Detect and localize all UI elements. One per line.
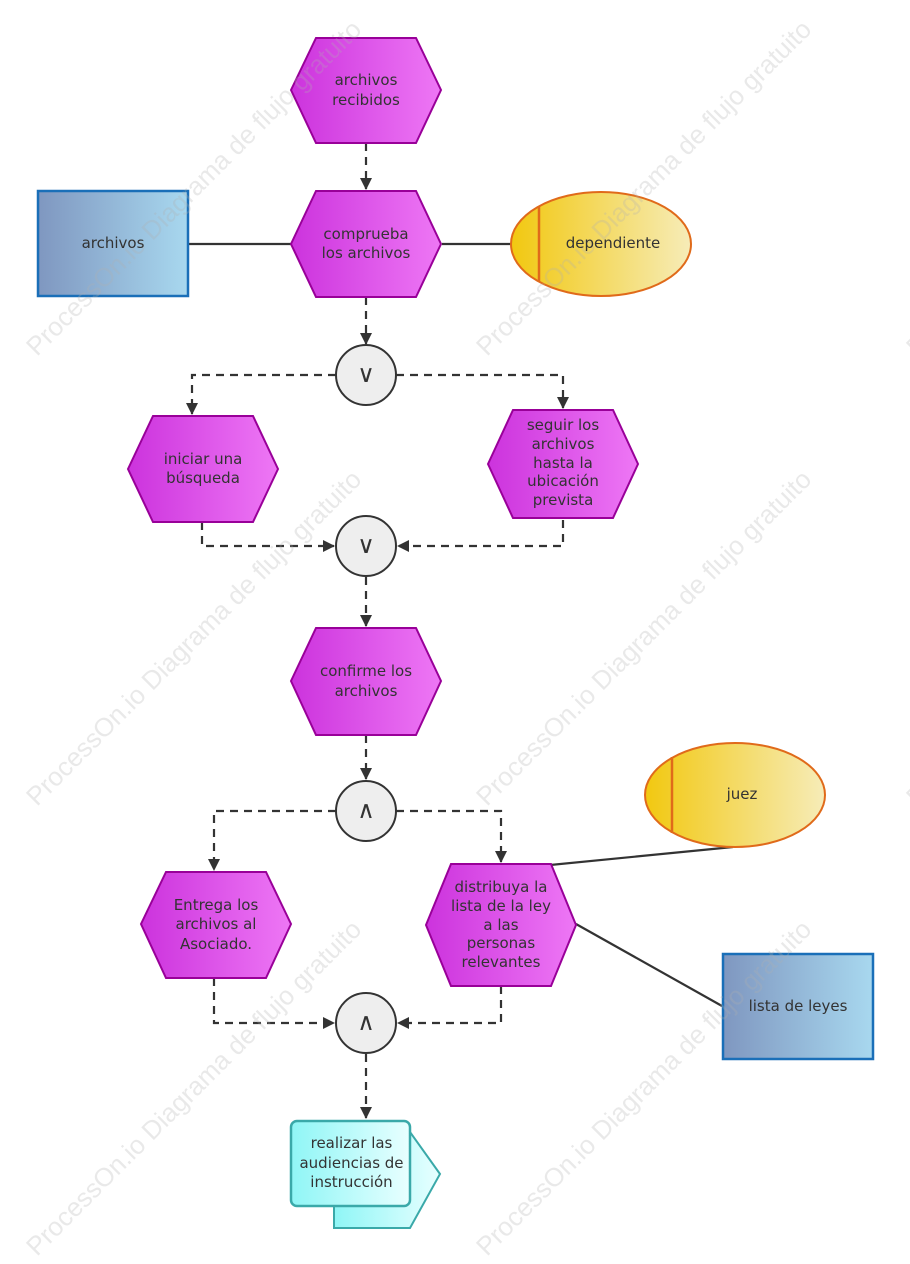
link-distribuya-juez xyxy=(539,845,734,868)
gate-and-2[interactable] xyxy=(335,992,397,1054)
org-juez[interactable] xyxy=(644,742,826,848)
gate-or-1[interactable] xyxy=(335,344,397,406)
link-distribuya-gate4 xyxy=(397,986,503,1029)
event-distribuya-lista[interactable] xyxy=(424,863,578,987)
data-archivos[interactable] xyxy=(36,189,190,298)
link-gate3-distribuya xyxy=(396,809,507,863)
gate-or-2[interactable] xyxy=(335,515,397,577)
event-seguir-archivos[interactable] xyxy=(486,409,640,519)
event-iniciar-busqueda[interactable] xyxy=(126,415,280,523)
event-confirme-archivos[interactable] xyxy=(289,627,443,736)
link-gate1-iniciar xyxy=(186,373,336,415)
event-comprueba-archivos[interactable] xyxy=(289,190,443,298)
link-entrega-gate4 xyxy=(212,978,335,1029)
event-archivos-recibidos[interactable] xyxy=(289,37,443,144)
process-realizar-audiencias[interactable] xyxy=(289,1119,442,1229)
org-dependiente[interactable] xyxy=(510,191,692,297)
link-seguir-gate2 xyxy=(397,520,565,552)
process-front-shape xyxy=(289,1119,412,1208)
link-gate1-seguir xyxy=(396,373,569,409)
data-lista-de-leyes[interactable] xyxy=(721,952,875,1061)
gate-and-1[interactable] xyxy=(335,780,397,842)
link-iniciar-gate2 xyxy=(200,522,335,552)
link-gate3-entrega xyxy=(208,809,336,871)
event-entrega-archivos[interactable] xyxy=(139,871,293,979)
link-distribuya-lista xyxy=(575,923,723,1007)
